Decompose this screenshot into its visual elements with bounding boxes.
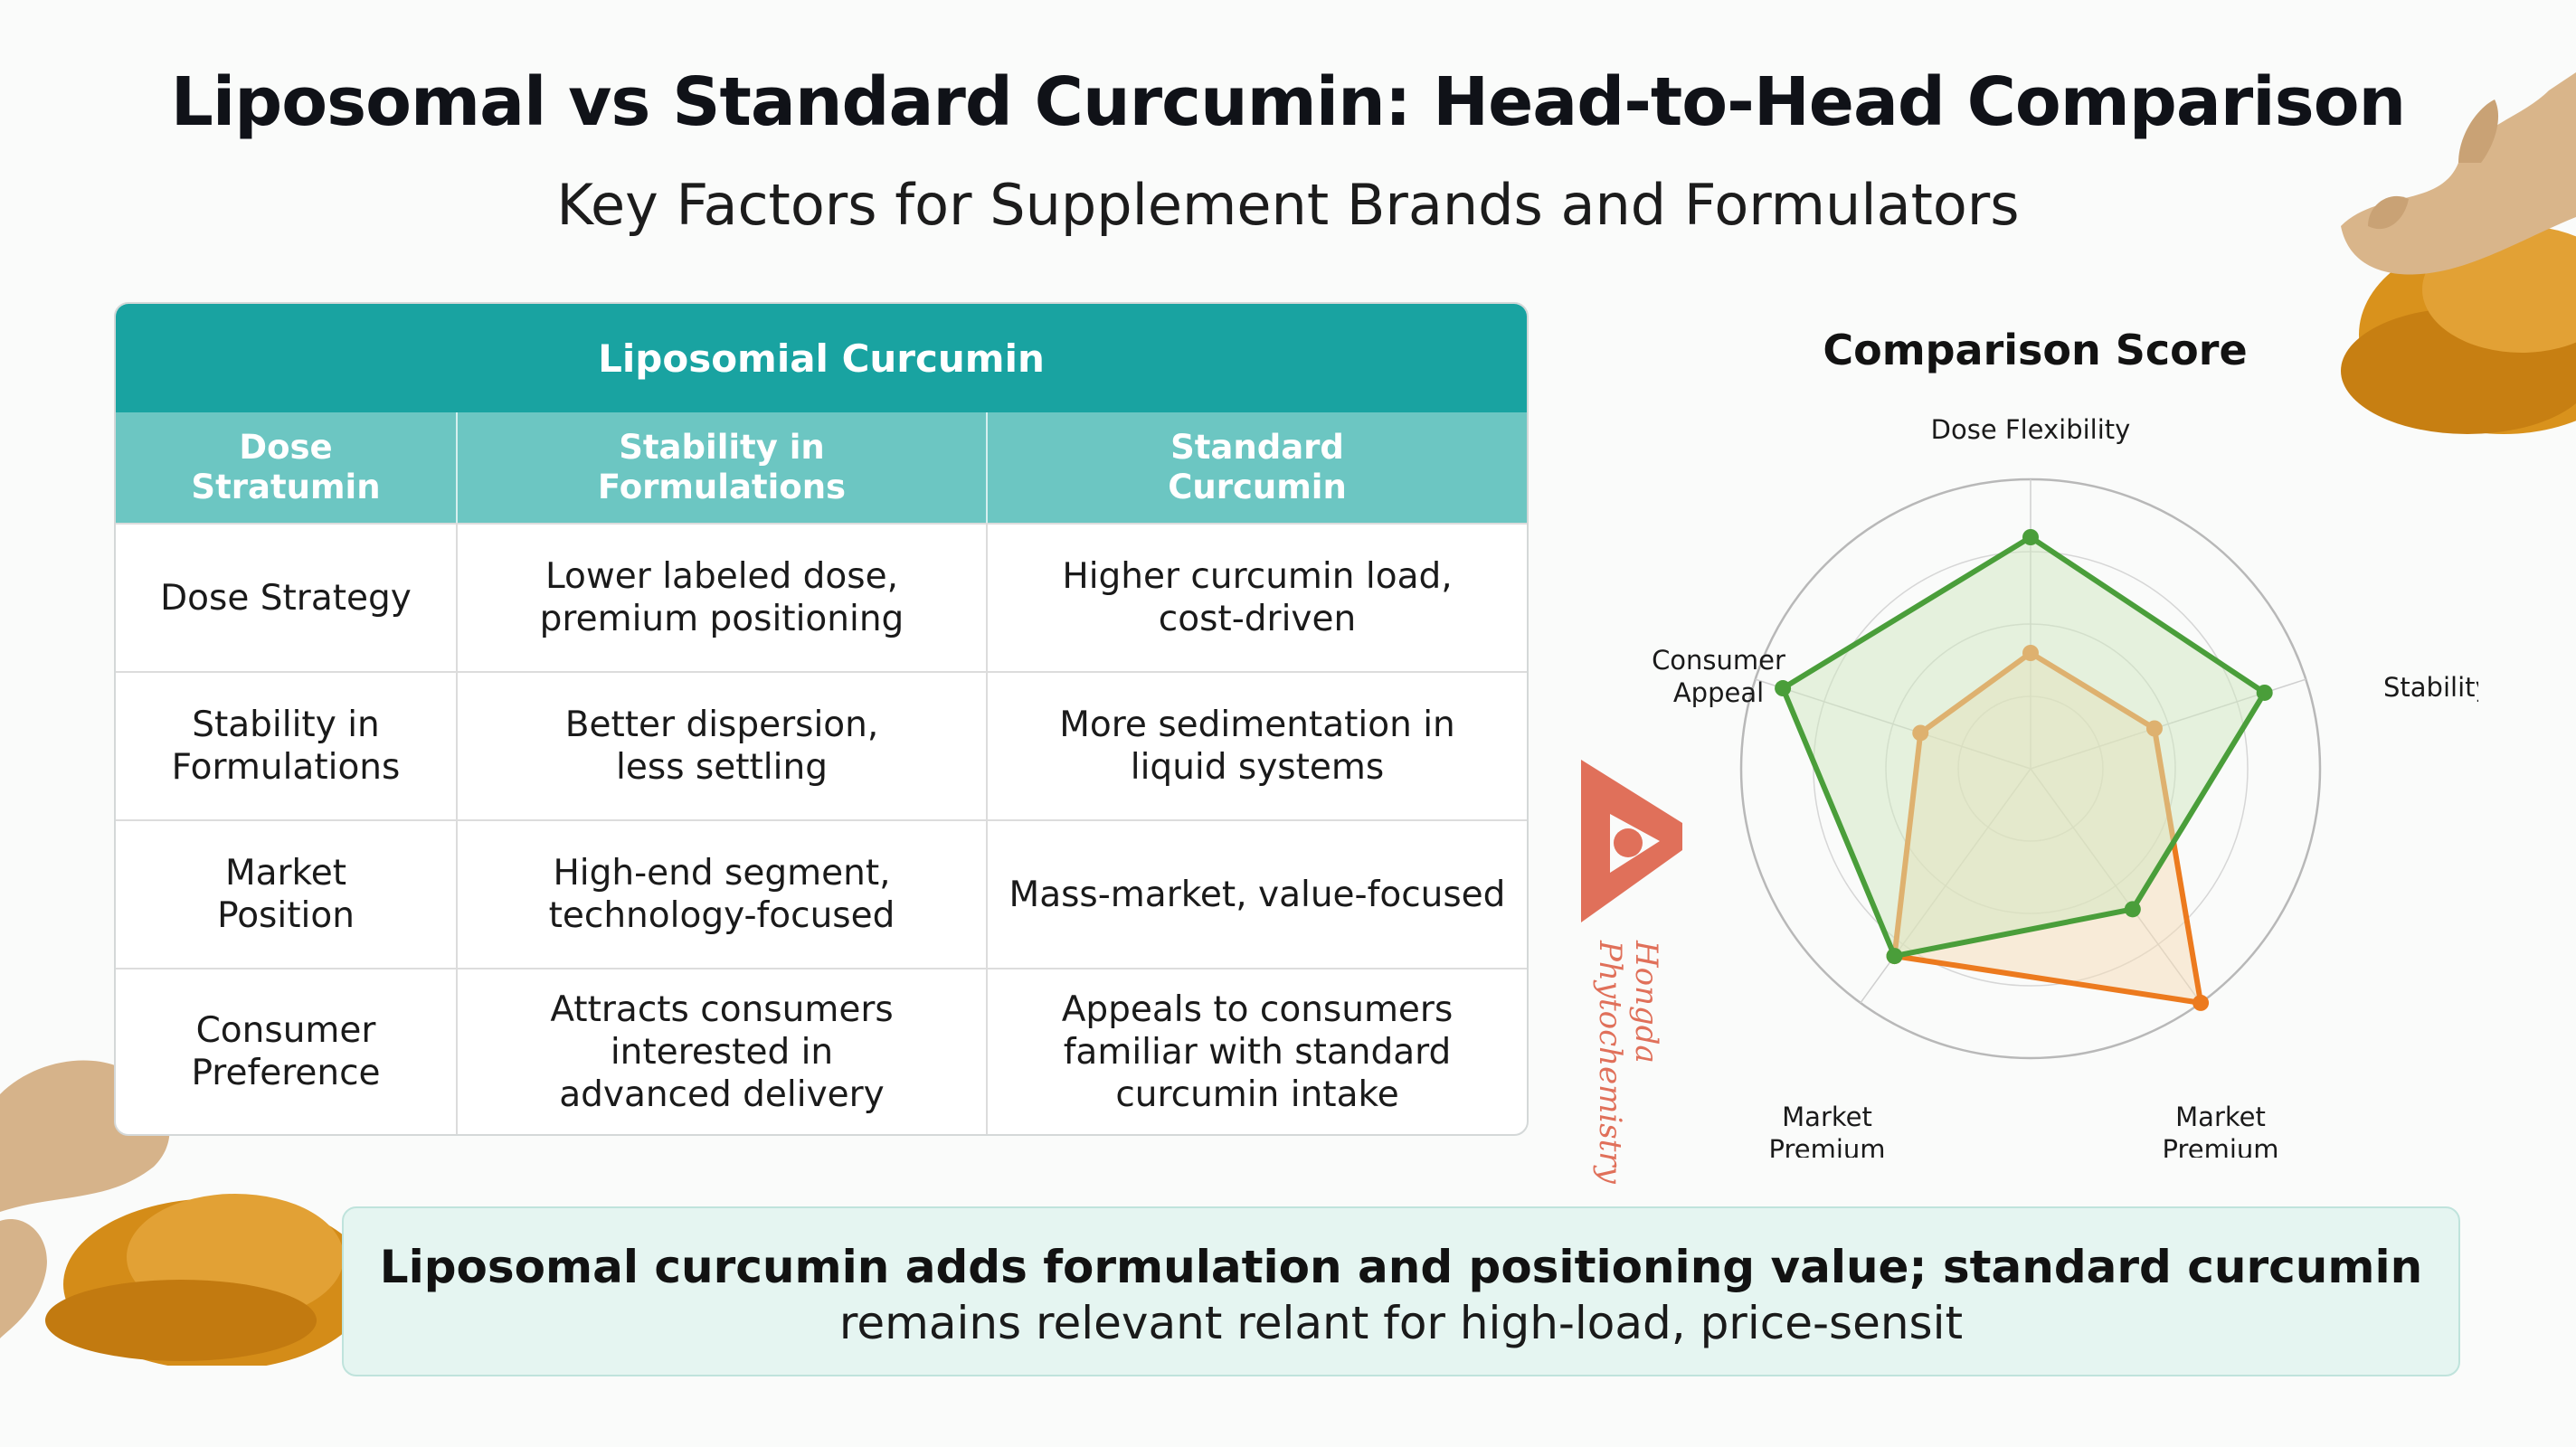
radar-series-1 (1780, 534, 2268, 960)
page-title: Liposomal vs Standard Curcumin: Head-to-… (170, 63, 2406, 141)
column-header: Standard Curcumin (1168, 428, 1347, 506)
page-subtitle: Key Factors for Supplement Brands and Fo… (556, 172, 2020, 238)
table-row: Dose Strategy Lower labeled dose, premiu… (116, 523, 1527, 671)
table-cell: High-end segment, technology-focused (458, 821, 988, 968)
radar-point (2256, 684, 2273, 701)
radar-axis-label: Stability (2383, 672, 2478, 703)
table-cell: Lower labeled dose, premium positioning (458, 525, 988, 671)
brand-logo-text: Hongda Phytochemistry (1592, 941, 1664, 1184)
brand-logo-icon (1581, 760, 1682, 922)
summary-line-2: remains relevant relant for high-load, p… (838, 1297, 1964, 1349)
table-cell: Appeals to consumers familiar with stand… (1061, 988, 1454, 1115)
radar-point (1886, 948, 1903, 965)
table-cell: Dose Strategy (116, 525, 458, 671)
radar-chart: Dose FlexibilityStabilityMarketPremium Ma… (1652, 414, 2478, 1158)
table-header: Liposomial Curcumin (116, 304, 1527, 412)
radar-point (2022, 529, 2039, 545)
table-cell: More sedimentation in liquid systems (1059, 705, 1455, 788)
table-cell: Consumer Preference (116, 969, 458, 1134)
summary-line-1: Liposomal curcumin adds formulation and … (379, 1241, 2423, 1293)
table-cell: Higher curcumin load, cost-driven (1062, 556, 1453, 639)
radar-axis-label: Dose Flexibility (1931, 414, 2131, 445)
table-cell: Stability in Formulations (116, 673, 458, 819)
table-cell: Market Position (116, 821, 458, 968)
radar-point (1775, 680, 1792, 697)
comparison-table: Liposomial Curcumin Dose Stratumin Stabi… (114, 302, 1529, 1136)
table-column-headers: Dose Stratumin Stability in Formulations… (116, 412, 1527, 523)
table-cell: Attracts consumers interested in advance… (458, 969, 988, 1134)
table-row: Consumer Preference Attracts consumers i… (116, 968, 1527, 1134)
table-cell: Better dispersion, less settling (458, 673, 988, 819)
column-header: Stability in Formulations (458, 412, 988, 523)
chart-title: Comparison Score (1823, 326, 2248, 374)
summary-banner: Liposomal curcumin adds formulation and … (342, 1206, 2460, 1376)
table-row: Stability in Formulations Better dispers… (116, 671, 1527, 819)
column-header: Dose Stratumin (116, 412, 458, 523)
table-row: Market Position High-end segment, techno… (116, 819, 1527, 968)
radar-point (2124, 901, 2141, 918)
table-cell: Mass-market, value-focused (1009, 874, 1506, 915)
radar-point (2192, 994, 2210, 1011)
